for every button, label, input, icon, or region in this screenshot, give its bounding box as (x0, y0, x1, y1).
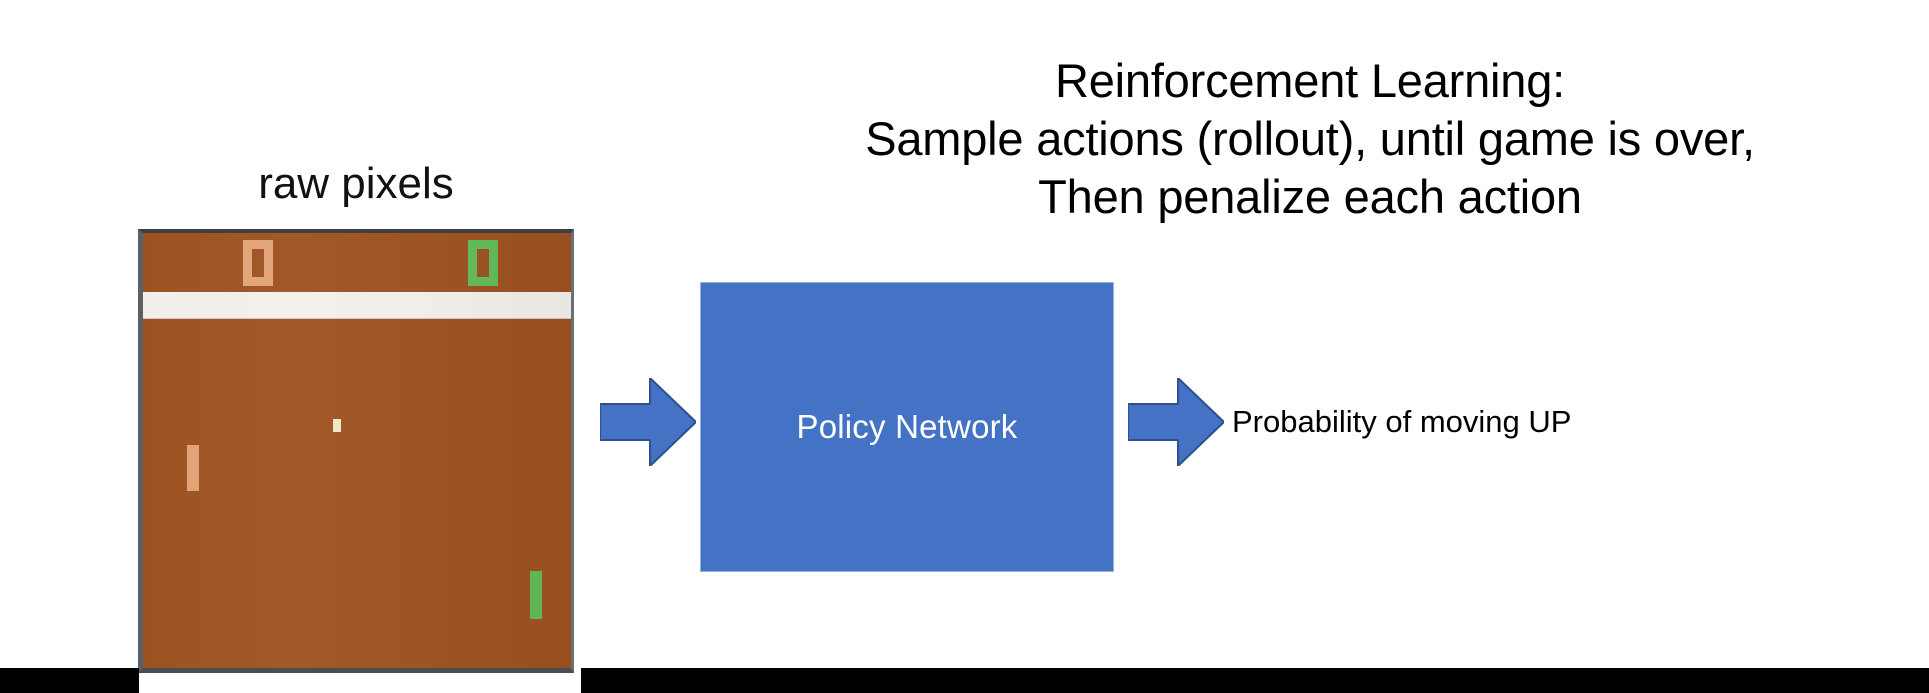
policy-network-box[interactable]: Policy Network (700, 282, 1114, 572)
policy-network-label: Policy Network (796, 408, 1018, 445)
score-digit-left (243, 240, 273, 286)
pong-left-paddle (187, 445, 199, 491)
title-line-2: Sample actions (rollout), until game is … (865, 112, 1755, 165)
output-probability-label: Probability of moving UP (1232, 404, 1572, 439)
pong-divider-line (143, 292, 571, 319)
output-arrow-icon (1128, 378, 1224, 466)
pong-game-screenshot (138, 229, 574, 673)
title-line-3: Then penalize each action (1038, 170, 1582, 223)
pong-score-band (143, 233, 571, 292)
pong-right-paddle (530, 571, 542, 619)
footer-bar-right (581, 668, 1929, 693)
title-line-1: Reinforcement Learning: (1054, 54, 1566, 107)
pong-ball (333, 419, 341, 432)
raw-pixels-caption: raw pixels (258, 159, 454, 208)
page-title: Reinforcement Learning: Sample actions (… (690, 52, 1929, 226)
score-digit-right (468, 240, 498, 286)
input-arrow-icon (600, 378, 696, 466)
footer-bar-left (0, 668, 139, 693)
